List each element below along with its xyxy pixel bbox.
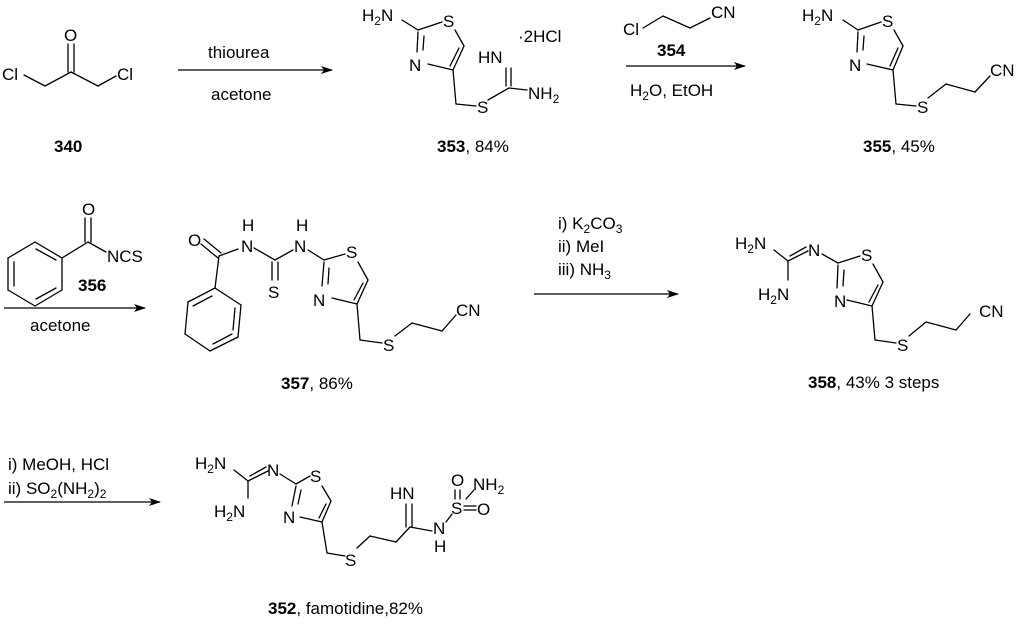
atom-s: S [451, 499, 462, 518]
compound-label: 357, 86% [281, 374, 353, 393]
atom-nh2: H2N [195, 454, 226, 476]
compound-number: 340 [54, 137, 82, 156]
atom-s: S [897, 336, 908, 355]
reaction-arrow-step5: i) MeOH, HCl ii) SO2(NH2)2 [4, 455, 161, 506]
atom-o: O [64, 26, 77, 45]
atom-hn: HN [390, 484, 415, 503]
atom-cl: Cl [117, 65, 133, 84]
compound-357: O H N S H N S N S [184, 216, 481, 393]
atom-n: N [241, 237, 253, 256]
atom-s: S [345, 551, 356, 570]
atom-h: H [434, 537, 446, 556]
atom-s: S [917, 98, 928, 117]
condition-2: ii) MeI [558, 237, 604, 256]
atom-s: S [346, 243, 357, 262]
atom-nh2: H2N [362, 6, 393, 28]
compound-label: 352, famotidine,82% [268, 599, 423, 618]
compound-label: 353, 84% [437, 137, 509, 156]
atom-n: N [294, 237, 306, 256]
atom-n: N [313, 291, 325, 310]
atom-s: S [882, 12, 893, 31]
condition-3: iii) NH3 [558, 260, 611, 282]
reaction-arrow-step4: i) K2CO3 ii) MeI iii) NH3 [534, 214, 679, 298]
atom-s: S [443, 12, 454, 31]
atom-o: O [451, 471, 464, 490]
atom-cn: CN [990, 61, 1015, 80]
atom-n: N [834, 292, 846, 311]
atom-n: N [433, 519, 445, 538]
atom-o: O [477, 500, 490, 519]
atom-s: S [310, 467, 321, 486]
atom-s: S [268, 283, 279, 302]
reagent-above: thiourea [208, 43, 270, 62]
solvent-below: acetone [30, 316, 91, 335]
atom-nh2: NH2 [473, 475, 505, 497]
compound-358: H2N N H2N S N S CN 358, 43% 3 steps [735, 234, 1004, 392]
atom-cn: CN [456, 301, 481, 320]
atom-nh2: H2N [214, 502, 245, 524]
atom-n: N [409, 56, 421, 75]
atom-s: S [383, 336, 394, 355]
condition-1: i) K2CO3 [558, 214, 623, 236]
compound-355: H2N S N S CN 355, 45% [802, 6, 1015, 156]
salt-label: ·2HCl [518, 27, 561, 46]
atom-n: N [808, 241, 820, 260]
atom-nh2: H2N [735, 234, 766, 256]
condition-2: ii) SO2(NH2)2 [8, 479, 107, 501]
compound-340: Cl O Cl 340 [2, 26, 133, 156]
atom-s: S [477, 98, 488, 117]
atom-cn: CN [711, 3, 736, 22]
atom-nh2: H2N [758, 285, 789, 307]
atom-cl: Cl [623, 20, 639, 39]
atom-h: H [296, 216, 308, 235]
atom-s: S [861, 246, 872, 265]
compound-label: 355, 45% [863, 137, 935, 156]
atom-nh2: H2N [802, 6, 833, 28]
atom-n: N [267, 461, 279, 480]
condition-1: i) MeOH, HCl [8, 455, 109, 474]
compound-352-famotidine: H2N N H2N S N S HN N H S O O [195, 454, 505, 618]
atom-cl: Cl [2, 65, 18, 84]
solvent-below: acetone [211, 85, 272, 104]
atom-o: O [188, 231, 201, 250]
reaction-arrow-step2: Cl CN 354 H2O, EtOH [623, 3, 746, 103]
reagent-compound-number: 354 [657, 41, 686, 60]
reaction-arrow-step3: O NCS 356 acetone [4, 200, 146, 335]
atom-n: N [283, 508, 295, 527]
compound-label: 358, 43% 3 steps [808, 373, 939, 392]
reaction-arrow-step1: thiourea acetone [178, 43, 333, 104]
reagent-compound-number: 356 [78, 276, 106, 295]
solvent-below: H2O, EtOH [630, 81, 713, 103]
atom-nh2: NH2 [528, 84, 560, 106]
atom-o: O [82, 200, 95, 219]
atom-ncs: NCS [107, 247, 143, 266]
atom-n: N [849, 56, 861, 75]
atom-h: H [242, 216, 254, 235]
atom-hn: HN [478, 48, 503, 67]
compound-353: H2N S N S HN NH2 ·2HCl 353, 84% [362, 6, 561, 156]
atom-cn: CN [979, 302, 1004, 321]
